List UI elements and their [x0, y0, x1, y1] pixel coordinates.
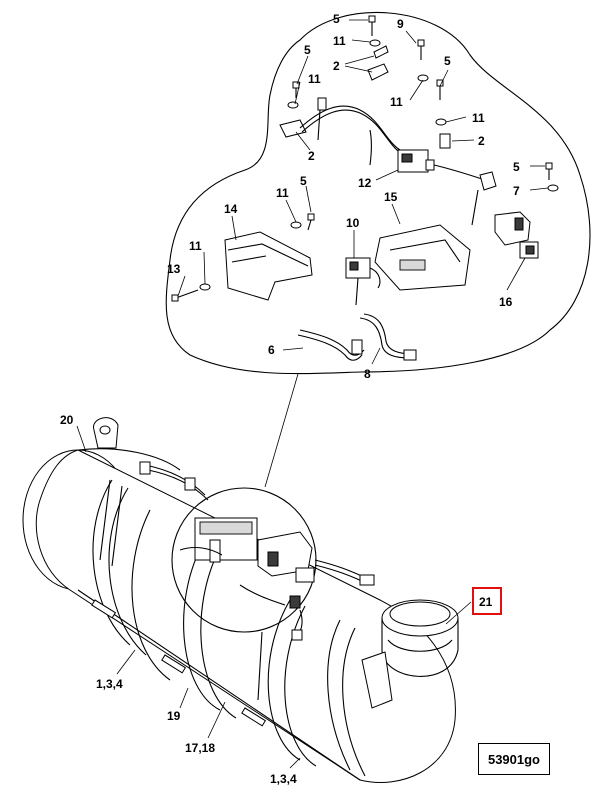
callout-2: 2 — [478, 134, 485, 148]
callout-21: 21 — [479, 595, 493, 609]
callout-labels: 5 11 9 5 2 11 11 5 11 2 2 12 5 7 11 5 14… — [60, 12, 520, 786]
callout-11: 11 — [189, 239, 202, 253]
callout-11: 11 — [390, 95, 403, 109]
callout-19: 19 — [167, 709, 181, 723]
bubble-parts — [171, 15, 559, 361]
callout-2: 2 — [308, 149, 315, 163]
drawing-code-label: 53901go — [478, 743, 550, 775]
callout-12: 12 — [358, 176, 372, 190]
callout-21-highlight — [472, 587, 502, 615]
detail-connector-line — [264, 373, 299, 488]
callout-5: 5 — [304, 43, 311, 57]
callout-11: 11 — [308, 72, 321, 86]
detail-bubble-outline — [165, 12, 591, 375]
callout-20: 20 — [60, 413, 74, 427]
callout-9: 9 — [397, 17, 404, 31]
callout-15: 15 — [384, 190, 398, 204]
detail-circle — [171, 487, 317, 633]
callout-5: 5 — [513, 160, 520, 174]
callout-7: 7 — [513, 184, 520, 198]
callout-11: 11 — [276, 186, 289, 200]
main-leader-lines — [76, 425, 472, 769]
callout-14: 14 — [224, 202, 238, 216]
detail-circle-contents — [179, 517, 315, 609]
callout-6: 6 — [268, 343, 275, 357]
callout-2: 2 — [333, 59, 340, 73]
callout-1-3-4: 1,3,4 — [96, 677, 123, 691]
callout-16: 16 — [499, 295, 513, 309]
callout-13: 13 — [167, 262, 181, 276]
callout-5: 5 — [333, 12, 340, 26]
callout-17-18: 17,18 — [185, 741, 215, 755]
main-assembly — [22, 417, 459, 783]
bubble-leader-lines — [177, 19, 549, 365]
callout-11: 11 — [333, 34, 346, 48]
callout-5: 5 — [444, 54, 451, 68]
callout-1-3-4: 1,3,4 — [270, 772, 297, 786]
callout-11: 11 — [472, 111, 485, 125]
callout-5: 5 — [300, 174, 307, 188]
callout-10: 10 — [346, 216, 360, 230]
callout-8: 8 — [364, 367, 371, 381]
